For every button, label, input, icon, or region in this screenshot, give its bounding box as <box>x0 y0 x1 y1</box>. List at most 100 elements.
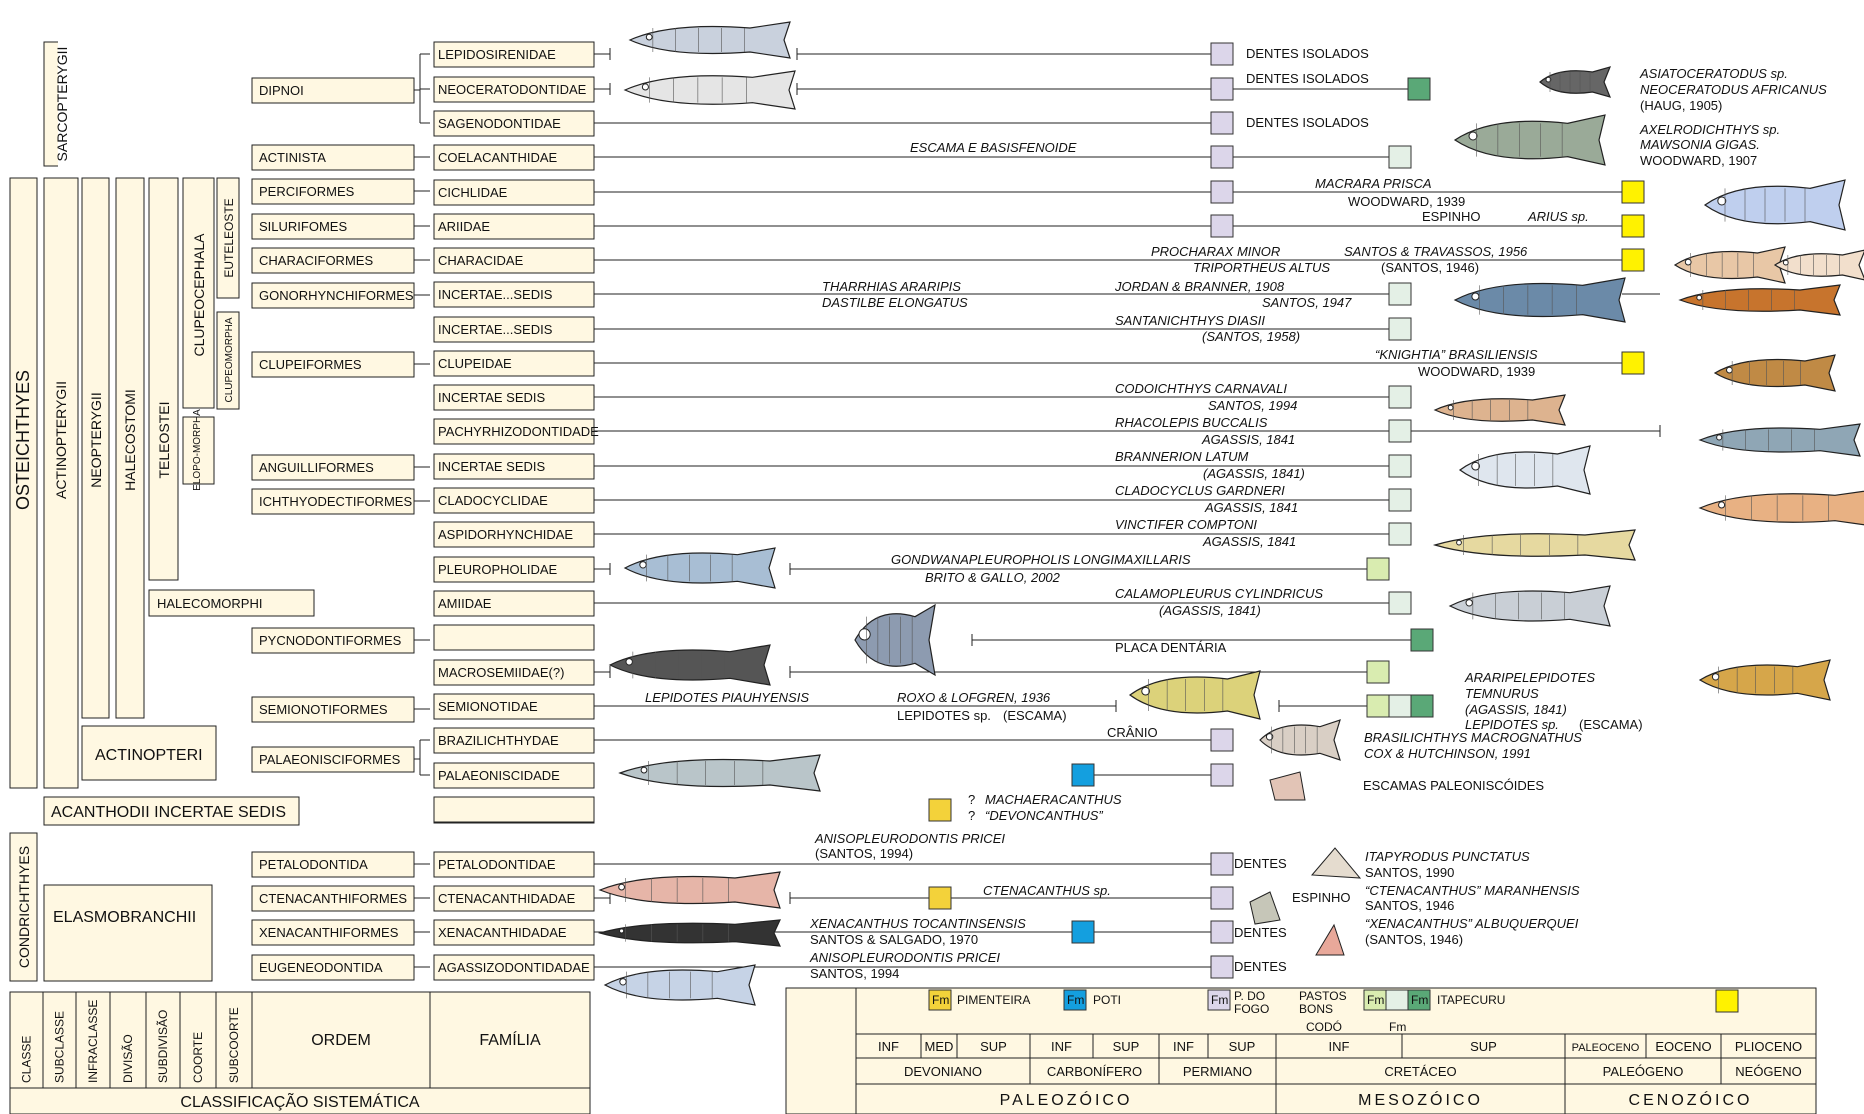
actinopterygii-label: ACTINOPTERYGII <box>53 381 69 499</box>
vertical-group-boxes <box>10 42 239 981</box>
annotation-text: DENTES ISOLADOS <box>1246 115 1369 130</box>
fish-illustration-icon <box>1700 489 1864 527</box>
order-label: DIPNOI <box>259 83 304 98</box>
annotation-text: ASIATOCERATODUS sp. <box>1639 66 1788 81</box>
formation-marker <box>1389 420 1411 442</box>
timescale-subdivision: INF <box>1329 1039 1350 1054</box>
fish-illustration-icon <box>1435 530 1635 560</box>
formation-marker <box>929 799 951 821</box>
annotation-text: (AGASSIS, 1841) <box>1159 603 1261 618</box>
teleostei-label: TELEOSTEI <box>156 401 172 478</box>
order-label: CLUPEIFORMES <box>259 357 362 372</box>
fish-illustration-icon <box>620 755 820 791</box>
annotation-text: (SANTOS, 1946) <box>1365 932 1463 947</box>
family-box <box>434 625 594 650</box>
legend-label: ITAPECURU <box>1437 993 1505 1007</box>
annotation-text: ESPINHO <box>1292 890 1351 905</box>
classification-column-label: INFRACLASSE <box>86 1000 100 1083</box>
annotation-text: LEPIDOTES PIAUHYENSIS <box>645 690 809 705</box>
annotation-text: THARRHIAS ARARIPIS <box>822 279 961 294</box>
annotation-text: DASTILBE ELONGATUS <box>822 295 968 310</box>
elasmobranchii-box <box>44 885 212 981</box>
shark-illustration-icon <box>600 872 780 908</box>
annotation-text: BRANNERION LATUM <box>1115 449 1249 464</box>
annotation-text: “DEVONCANTHUS” <box>985 808 1103 823</box>
timescale-period: PERMIANO <box>1183 1064 1252 1079</box>
sarcopterygii-label: SARCOPTERYGII <box>54 47 70 162</box>
spine-icon <box>1250 892 1280 924</box>
formation-marker <box>1389 523 1411 545</box>
formation-marker <box>1211 764 1233 786</box>
order-label: CTENACANTHIFORMES <box>259 891 407 906</box>
timescale-era: MESOZÓICO <box>1358 1090 1483 1109</box>
family-label: INCERTAE SEDIS <box>438 390 545 405</box>
formation-marker <box>1622 249 1644 271</box>
formation-marker <box>1622 215 1644 237</box>
annotation-text: WOODWARD, 1939 <box>1348 194 1465 209</box>
annotation-text: GONDWANAPLEUROPHOLIS LONGIMAXILLARIS <box>891 552 1191 567</box>
formation-marker <box>1389 695 1411 717</box>
teleostei-box <box>149 178 178 580</box>
skull-icon <box>1260 720 1340 760</box>
annotation-text: DENTES ISOLADOS <box>1246 46 1369 61</box>
legend-swatch <box>1716 990 1738 1012</box>
fish-illustration-icon <box>1775 250 1864 280</box>
scale-icon <box>1270 772 1305 800</box>
timescale-era: CENOZÓICO <box>1629 1090 1753 1109</box>
annotation-text: ANISOPLEURODONTIS PRICEI <box>814 831 1005 846</box>
timescale-subdivision: SUP <box>1113 1039 1140 1054</box>
formation-marker <box>1211 181 1233 203</box>
fish-illustration-icon <box>625 71 795 109</box>
order-label: PERCIFORMES <box>259 184 355 199</box>
legend-symbol: Fm <box>932 993 949 1007</box>
timescale-era: PALEOZÓICO <box>1000 1090 1133 1109</box>
formation-marker <box>1367 695 1389 717</box>
annotation-text: SANTOS, 1946 <box>1365 898 1454 913</box>
fish-illustration-icon <box>1130 671 1260 719</box>
timescale-period: NEÓGENO <box>1735 1064 1801 1079</box>
legend-symbol: Fm <box>1211 993 1228 1007</box>
family-label: SEMIONOTIDAE <box>438 699 538 714</box>
classification-column-label: SUBDIVISÃO <box>156 1010 170 1083</box>
annotation-text: CODOICHTHYS CARNAVALI <box>1115 381 1287 396</box>
formation-marker <box>1211 78 1233 100</box>
annotation-text: WOODWARD, 1907 <box>1640 153 1757 168</box>
family-label: PLEUROPHOLIDAE <box>438 562 558 577</box>
annotation-text: MACHAERACANTHUS <box>985 792 1122 807</box>
osteichthyes-label: OSTEICHTHYES <box>13 370 33 510</box>
classification-column-label: DIVISÃO <box>121 1034 135 1083</box>
family-label: INCERTAE...SEDIS <box>438 287 553 302</box>
order-label: CHARACIFORMES <box>259 253 373 268</box>
annotation-text: ESPINHO <box>1422 209 1481 224</box>
elopomorpha-label: ELOPO-MORPHA <box>192 409 203 491</box>
timescale-subdivision: PLIOCENO <box>1735 1039 1802 1054</box>
annotation-text: PROCHARAX MINOR <box>1151 244 1280 259</box>
euteleoste-label: EUTELEOSTE <box>222 198 236 277</box>
annotation-text: MACRARA PRISCA <box>1315 176 1432 191</box>
formation-marker <box>1211 729 1233 751</box>
timescale-subdivision: INF <box>1051 1039 1072 1054</box>
annotation-text: TEMNURUS <box>1465 686 1539 701</box>
annotation-text: (SANTOS, 1994) <box>815 846 913 861</box>
fish-illustration-icon <box>1715 355 1835 391</box>
legend-swatch <box>1386 990 1408 1010</box>
annotation-text: SANTOS & SALGADO, 1970 <box>810 932 978 947</box>
family-label: PACHYRHIZODONTIDADE <box>438 424 599 439</box>
formation-marker <box>1211 112 1233 134</box>
annotation-text: AXELRODICHTHYS sp. <box>1639 122 1780 137</box>
timescale-subdivision: SUP <box>1470 1039 1497 1054</box>
annotation-text: RHACOLEPIS BUCCALIS <box>1115 415 1268 430</box>
timescale-subdivision: INF <box>878 1039 899 1054</box>
timescale-subdivision: MED <box>925 1039 954 1054</box>
classification-column-label: ORDEM <box>311 1032 371 1049</box>
formation-marker <box>1622 352 1644 374</box>
annotation-text: PLACA DENTÁRIA <box>1115 640 1227 655</box>
fish-illustration-icon <box>1450 586 1610 626</box>
timescale-subdivision: SUP <box>980 1039 1007 1054</box>
family-label: CLUPEIDAE <box>438 356 512 371</box>
family-label: AGASSIZODONTIDADAE <box>438 960 590 975</box>
scale-icon <box>1540 67 1610 97</box>
annotation-text: ROXO & LOFGREN, 1936 <box>897 690 1051 705</box>
annotation-text: DENTES ISOLADOS <box>1246 71 1369 86</box>
